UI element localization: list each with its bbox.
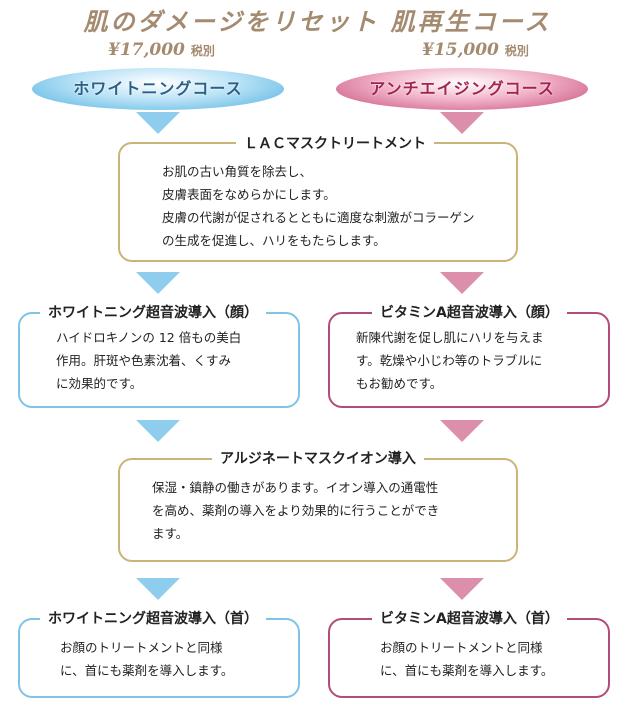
arrow-down-icon bbox=[440, 272, 484, 294]
whitening-price: ¥17,000 税別 bbox=[108, 40, 215, 60]
vitamin-face-title: ビタミンA超音波導入（顔） bbox=[372, 302, 567, 322]
whitening-face-box bbox=[18, 312, 300, 408]
whitening-neck-box bbox=[18, 618, 300, 698]
whitening-price-value: ¥17,000 bbox=[108, 40, 185, 60]
arrow-down-icon bbox=[440, 578, 484, 600]
arrow-down-icon bbox=[440, 112, 484, 134]
vitamin-neck-title: ビタミンA超音波導入（首） bbox=[372, 608, 567, 628]
whitening-tax-label: 税別 bbox=[190, 44, 215, 58]
alginate-step-title: アルジネートマスクイオン導入 bbox=[212, 448, 424, 468]
arrow-down-icon bbox=[136, 112, 180, 134]
vitamin-face-text: 新陳代謝を促し肌にハリを与えま す。乾燥や小じわ等のトラブルに もお勧めです。 bbox=[356, 330, 544, 391]
vitamin-face-box bbox=[328, 312, 610, 408]
vitamin-neck-text: お顔のトリートメントと同様 に、首にも薬剤を導入します。 bbox=[380, 640, 554, 678]
antiaging-course-pill: アンチエイジングコース bbox=[336, 68, 588, 110]
whitening-face-title: ホワイトニング超音波導入（顔） bbox=[40, 302, 266, 322]
alginate-step-text: 保湿・鎮静の働きがあります。イオン導入の通電性 を高め、薬剤の導入をより効果的に… bbox=[152, 480, 440, 541]
antiaging-price: ¥15,000 税別 bbox=[422, 40, 529, 60]
alginate-step-box bbox=[118, 458, 518, 562]
lac-step-title: ＬＡＣマスクトリートメント bbox=[236, 133, 434, 153]
whitening-neck-title: ホワイトニング超音波導入（首） bbox=[40, 608, 266, 628]
arrow-down-icon bbox=[136, 420, 180, 442]
whitening-neck-text: お顔のトリートメントと同様 に、首にも薬剤を導入します。 bbox=[60, 640, 234, 678]
whitening-face-text: ハイドロキノンの 12 倍もの美白 作用。肝斑や色素沈着、くすみ に効果的です。 bbox=[56, 330, 242, 391]
whitening-course-pill: ホワイトニングコース bbox=[32, 68, 284, 110]
antiaging-tax-label: 税別 bbox=[504, 44, 529, 58]
arrow-down-icon bbox=[136, 578, 180, 600]
antiaging-price-value: ¥15,000 bbox=[422, 40, 499, 60]
lac-step-text: お肌の古い角質を除去し、 皮膚表面をなめらかにします。 皮膚の代謝が促されるとと… bbox=[162, 164, 475, 248]
arrow-down-icon bbox=[136, 272, 180, 294]
page-title: 肌のダメージをリセット 肌再生コース bbox=[83, 7, 552, 36]
arrow-down-icon bbox=[440, 420, 484, 442]
